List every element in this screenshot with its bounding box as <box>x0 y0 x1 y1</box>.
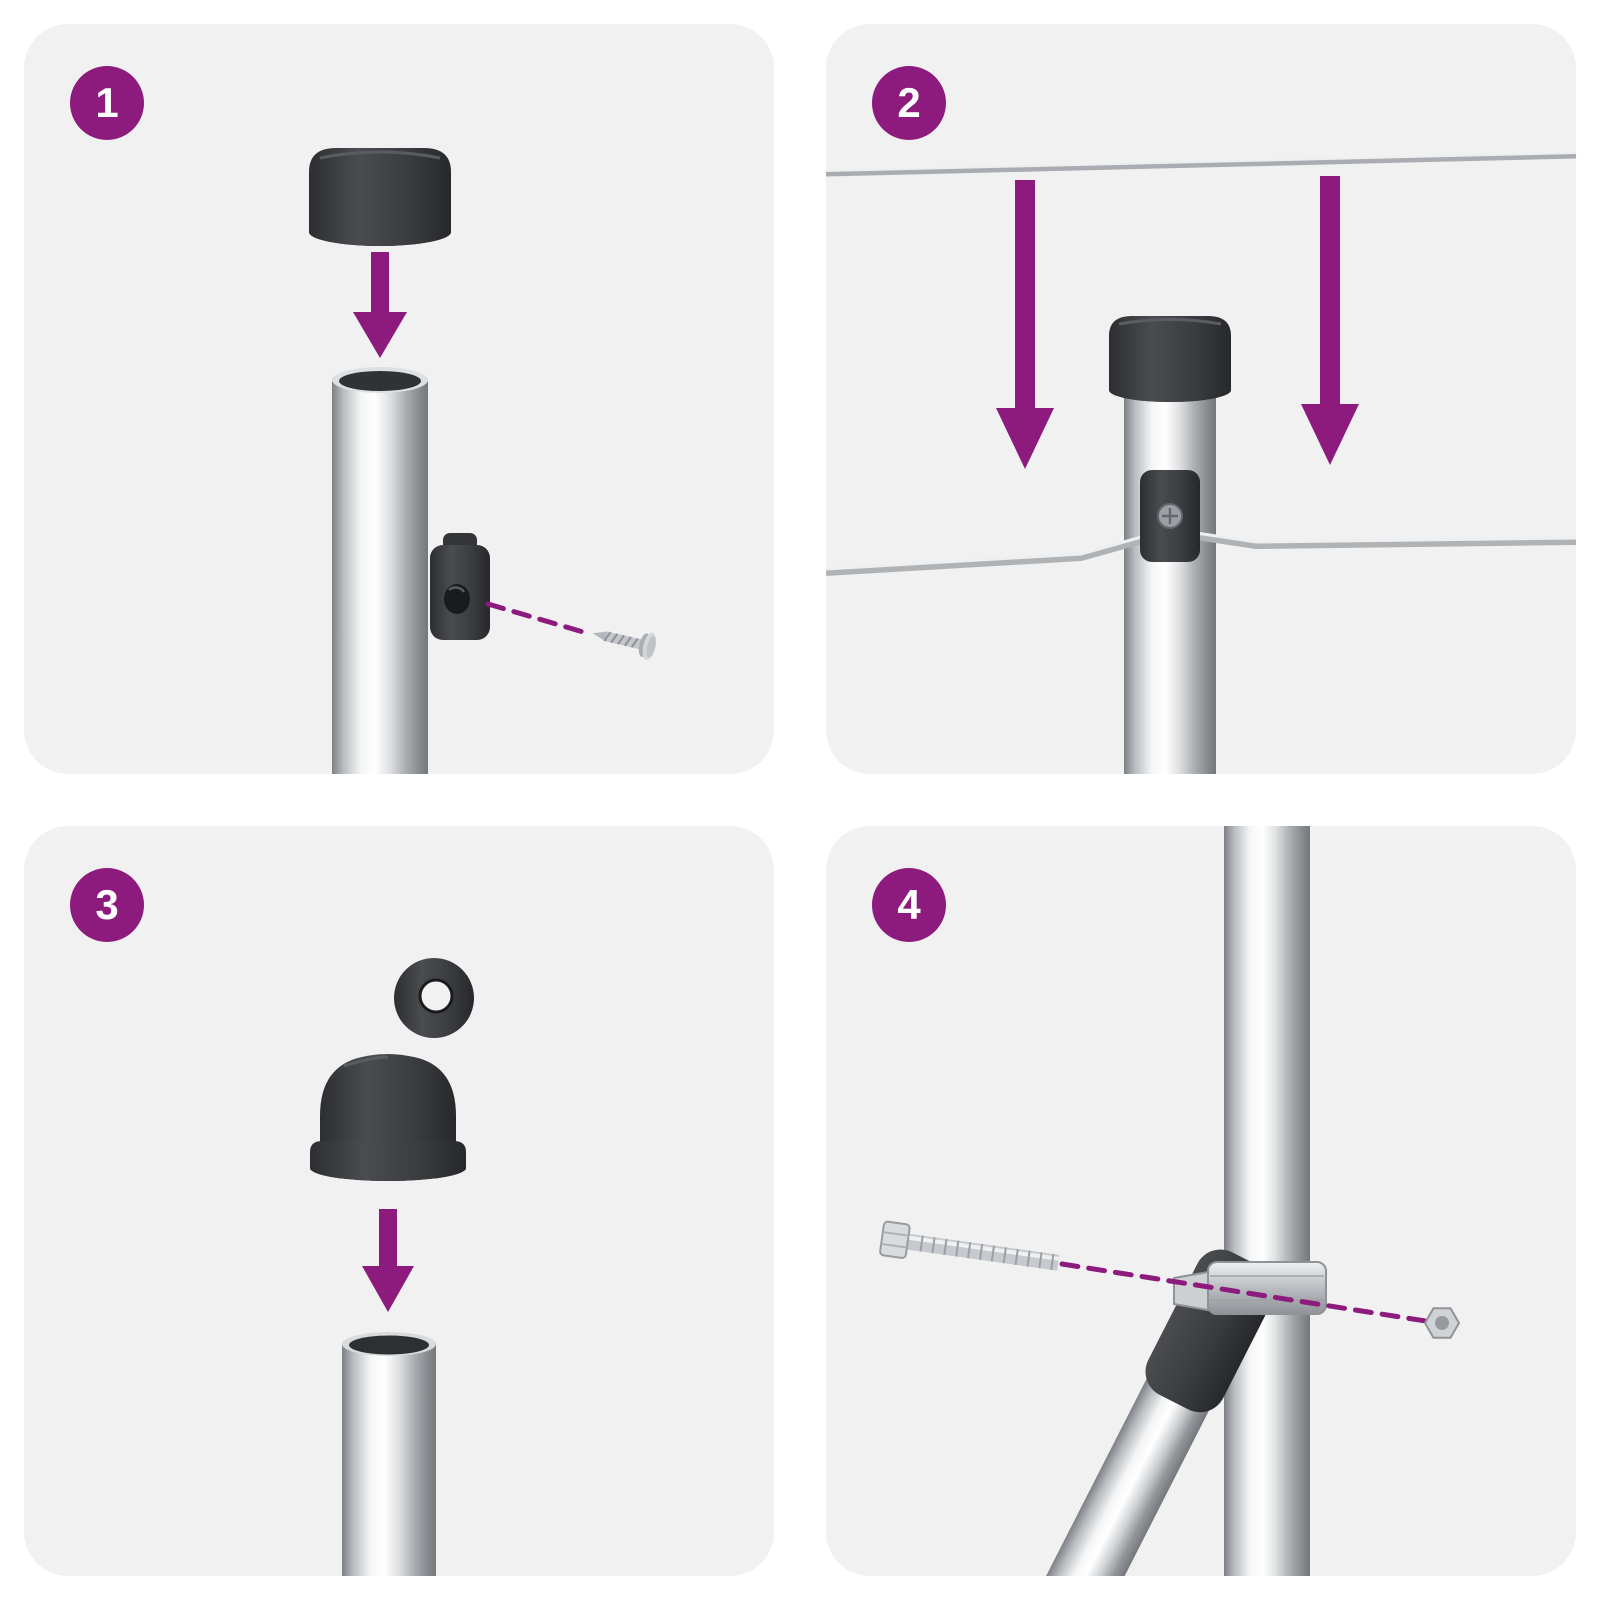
wire-clip-part <box>1140 470 1200 562</box>
down-arrow-icon <box>1301 176 1359 465</box>
step-number: 2 <box>897 79 921 126</box>
step-number: 4 <box>897 881 921 928</box>
post-cap-part <box>309 148 451 246</box>
step-number-badge: 3 <box>70 868 144 942</box>
step-number-badge: 4 <box>872 868 946 942</box>
alignment-dashed-line <box>485 601 593 637</box>
down-arrow-icon <box>996 180 1054 469</box>
step-panel-1: 1 <box>24 24 774 774</box>
step-number-badge: 1 <box>70 66 144 140</box>
step-2-illustration <box>826 152 1576 774</box>
alignment-dashed-line <box>1059 1261 1435 1325</box>
step-panel-4: 4 <box>826 826 1576 1576</box>
post-part <box>1224 826 1310 1576</box>
step-number: 3 <box>95 881 119 928</box>
post-cap-part <box>1109 316 1231 402</box>
step-number-badge: 2 <box>872 66 946 140</box>
step-4-illustration <box>879 826 1461 1576</box>
down-arrow-icon <box>362 1209 414 1312</box>
bolt-part <box>879 1220 1060 1271</box>
post-part <box>342 1332 436 1576</box>
down-arrow-icon <box>353 252 407 358</box>
wire-clip-part <box>430 533 490 640</box>
post-part <box>332 367 428 774</box>
step-1-illustration <box>309 148 656 774</box>
step-panel-3: 3 <box>24 826 774 1576</box>
eyelet-cap-part <box>310 958 474 1181</box>
step-3-illustration <box>310 958 474 1576</box>
upper-wire-part <box>826 152 1576 177</box>
step-panel-2: 2 <box>826 24 1576 774</box>
post-part <box>1124 390 1216 774</box>
screw-part <box>592 631 656 661</box>
nut-part <box>1423 1307 1461 1339</box>
step-number: 1 <box>95 79 119 126</box>
